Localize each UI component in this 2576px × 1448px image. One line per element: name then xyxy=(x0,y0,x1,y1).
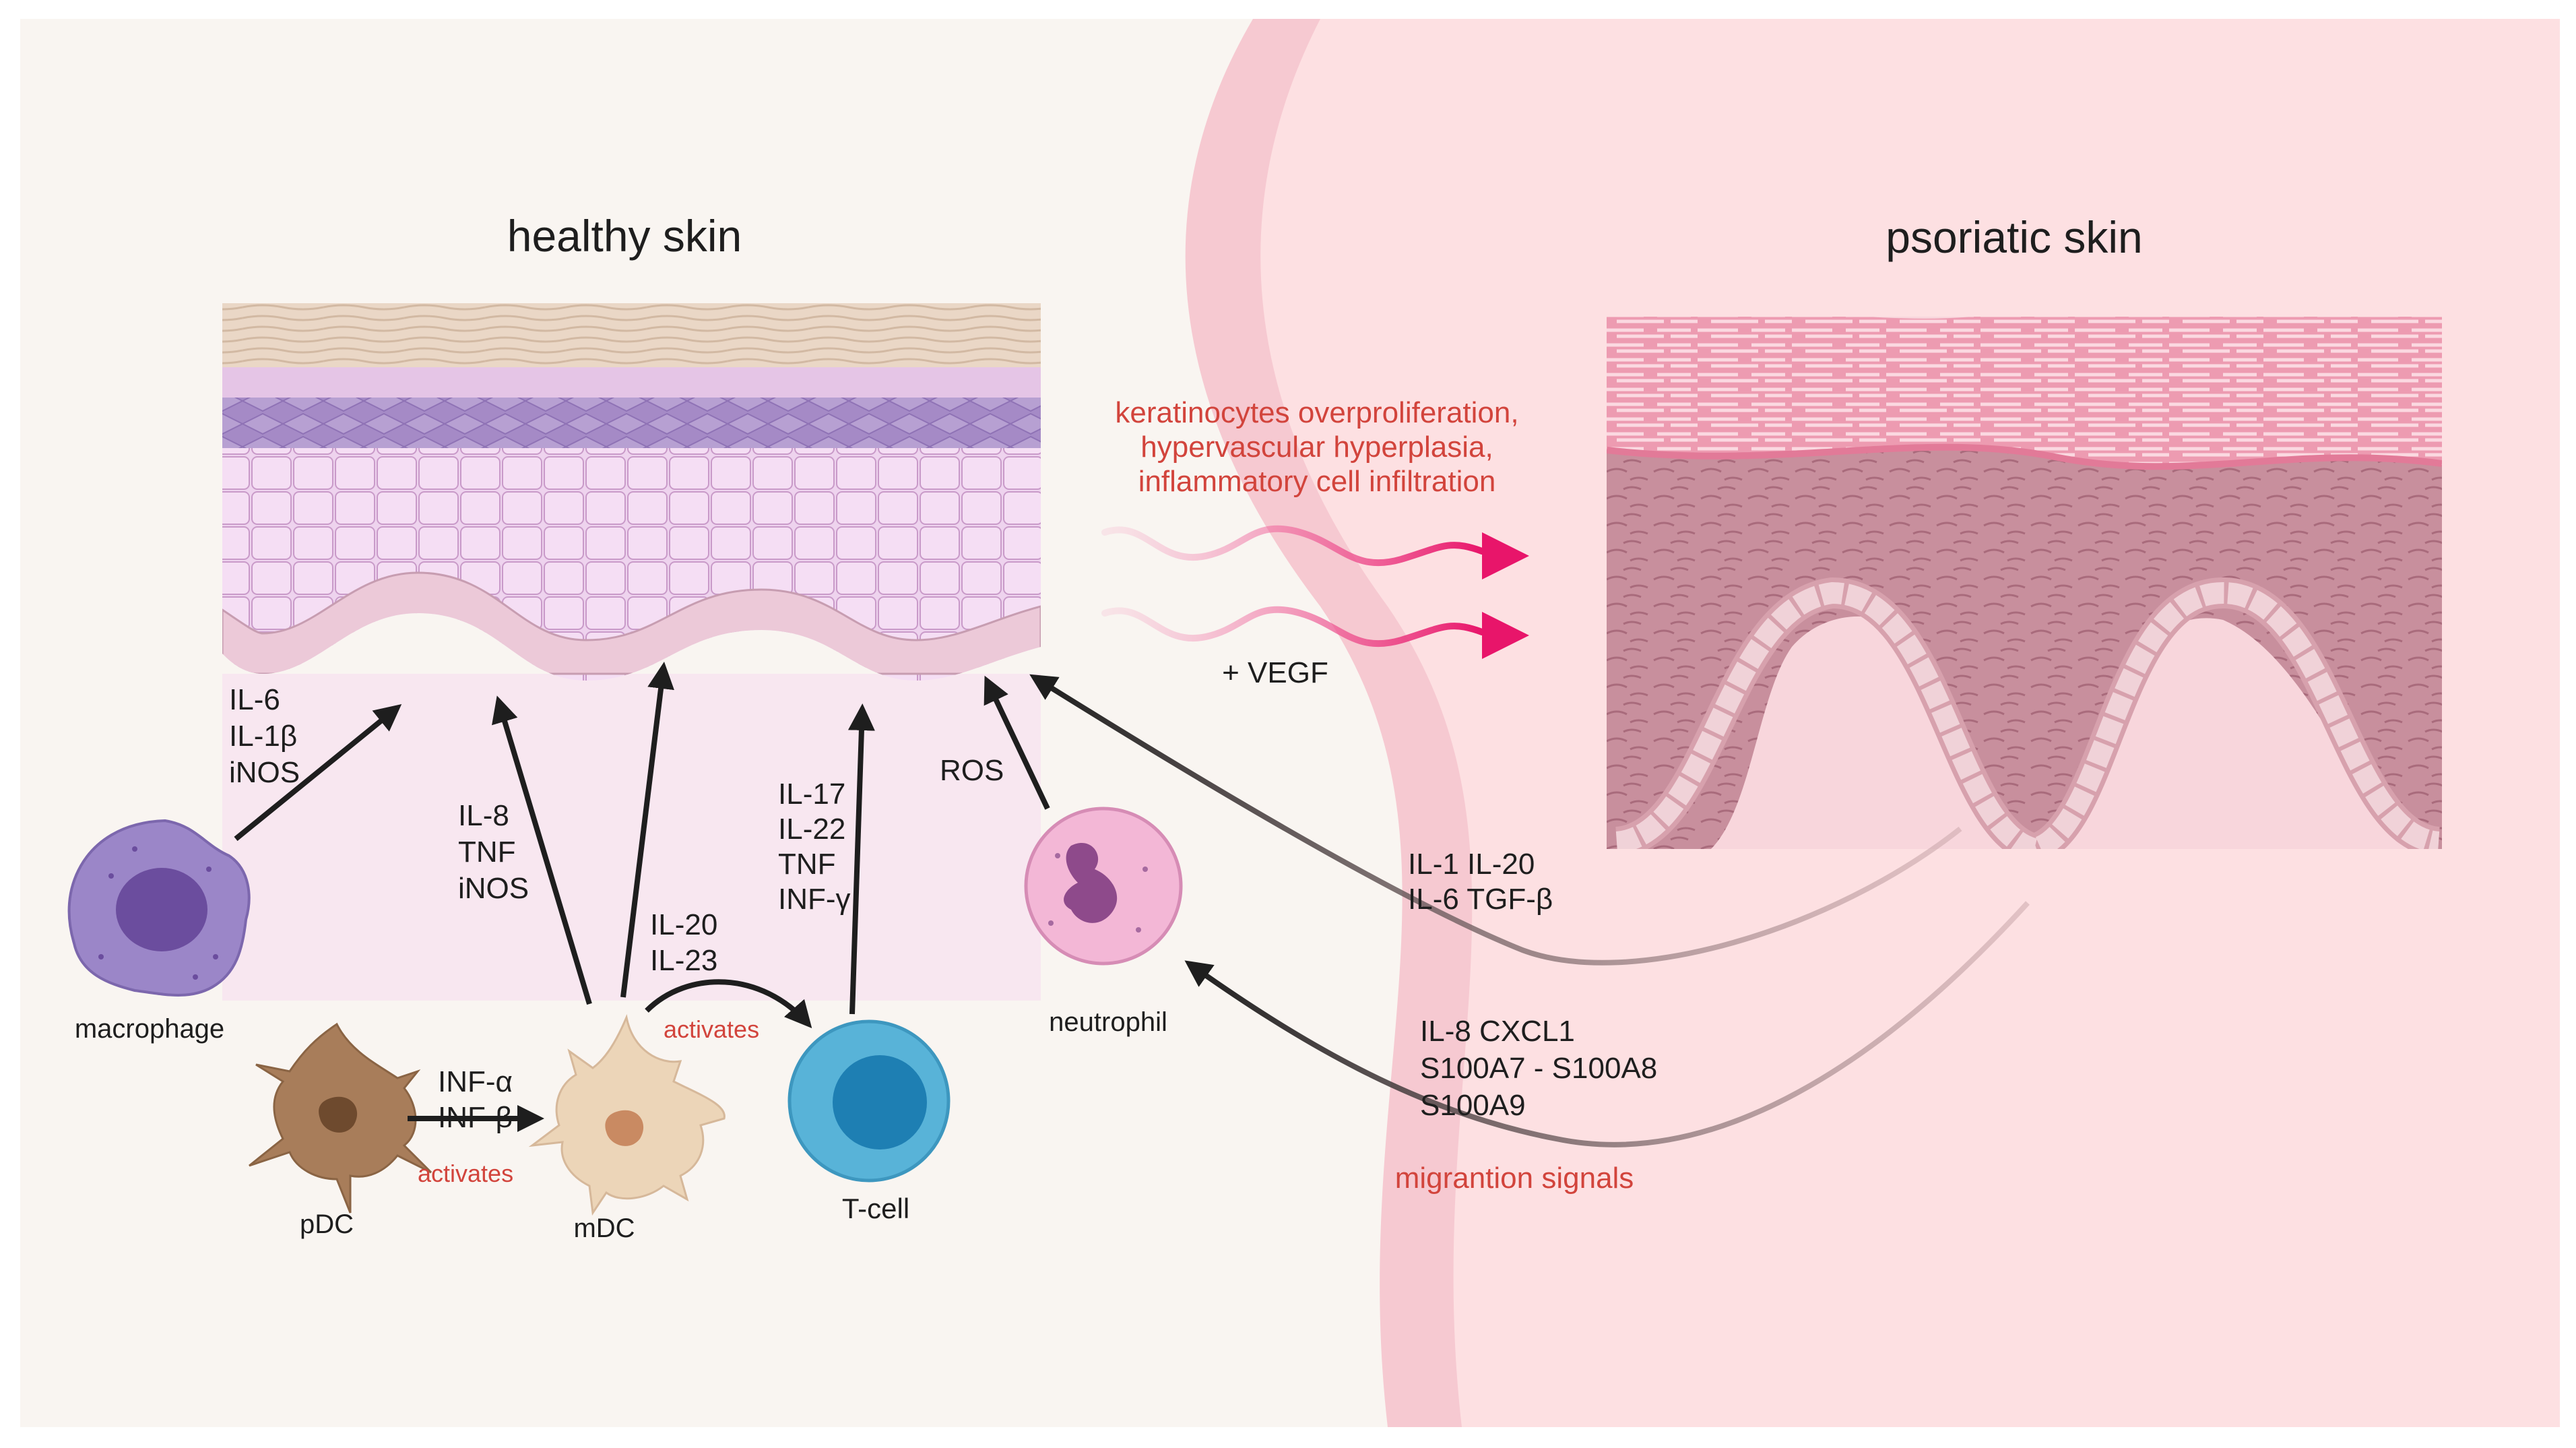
arrow-psoriatic-to-healthy xyxy=(1029,674,1962,966)
pdc-mdc-cytokine-1: INF-β xyxy=(438,1101,513,1134)
tcell-cytokine-0: IL-17 xyxy=(778,778,845,811)
arrow-tcell-to-skin xyxy=(847,703,875,1015)
tcell-cell xyxy=(787,1019,951,1183)
psoriatic-skin-title: psoriatic skin xyxy=(1886,212,2142,262)
tcell-cytokine-1: IL-22 xyxy=(778,813,845,846)
pdc-activates-label: activates xyxy=(418,1160,513,1187)
macrophage-cell xyxy=(67,819,251,997)
arrow-neutrophil-to-skin xyxy=(984,675,1050,810)
arrow-mdc-to-tcell xyxy=(645,979,812,1029)
pdc-cell xyxy=(249,1022,432,1214)
effect-line-3: inflammatory cell infiltration xyxy=(1138,465,1496,498)
neutrophil-cell xyxy=(1024,807,1183,966)
vegf-label: + VEGF xyxy=(1222,656,1328,689)
arrow-macrophage-to-skin xyxy=(234,703,402,842)
tcell-cytokine-3: INF-γ xyxy=(778,883,851,916)
psoriatic-feedback-cytokines: IL-1 IL-20 IL-6 TGF-β xyxy=(1408,848,1553,916)
feedback-cytokine-1: IL-6 TGF-β xyxy=(1408,883,1553,916)
effect-line-1: keratinocytes overproliferation, xyxy=(1115,396,1518,429)
migration-cytokine-1: S100A7 - S100A8 xyxy=(1420,1052,1657,1085)
feedback-cytokine-0: IL-1 IL-20 xyxy=(1408,848,1535,881)
migration-cytokine-2: S100A9 xyxy=(1420,1089,1526,1122)
mdc-activates-label: activates xyxy=(664,1015,759,1043)
macrophage-label: macrophage xyxy=(75,1014,224,1044)
mdc-label: mDC xyxy=(573,1214,635,1243)
tcell-cytokine-2: TNF xyxy=(778,848,836,881)
migration-signals-label: migrantion signals xyxy=(1395,1162,1634,1195)
neutrophil-cytokine: ROS xyxy=(940,754,1004,787)
migration-cytokines: IL-8 CXCL1 S100A7 - S100A8 S100A9 xyxy=(1420,1015,1657,1122)
psoriatic-skin-illustration xyxy=(1607,317,2442,849)
tcell-label: T-cell xyxy=(842,1193,909,1224)
mdc-up-cytokine-1: TNF xyxy=(458,836,516,869)
mdc-cell xyxy=(528,1013,726,1216)
mdc-up-cytokines: IL-8 TNF iNOS xyxy=(458,799,529,905)
pdc-label: pDC xyxy=(300,1209,354,1239)
macrophage-cytokine-1: IL-1β xyxy=(229,720,297,753)
arrow-migration-signals xyxy=(1184,901,2030,1147)
mdc-up-cytokine-0: IL-8 xyxy=(458,799,509,832)
arrow-mdc-to-skin-up xyxy=(620,662,674,998)
wave-arrow-top xyxy=(1101,525,1529,579)
macrophage-cytokines: IL-6 IL-1β iNOS xyxy=(229,683,300,789)
effect-line-2: hypervascular hyperplasia, xyxy=(1140,431,1493,464)
mdc-tcell-cytokines: IL-20 IL-23 xyxy=(650,908,717,977)
mdc-tcell-cytokine-0: IL-20 xyxy=(650,908,717,941)
migration-cytokine-0: IL-8 CXCL1 xyxy=(1420,1015,1575,1048)
tcell-cytokines: IL-17 IL-22 TNF INF-γ xyxy=(778,778,851,916)
pdc-mdc-cytokines: INF-α INF-β xyxy=(438,1065,513,1134)
mdc-tcell-cytokine-1: IL-23 xyxy=(650,944,717,977)
macrophage-cytokine-2: iNOS xyxy=(229,756,300,789)
pdc-mdc-cytokine-0: INF-α xyxy=(438,1065,513,1098)
neutrophil-label: neutrophil xyxy=(1049,1007,1167,1037)
healthy-skin-title: healthy skin xyxy=(507,211,742,261)
wave-arrow-bottom xyxy=(1101,606,1529,659)
signal-arrows xyxy=(234,662,1050,1132)
macrophage-cytokine-0: IL-6 xyxy=(229,683,280,716)
arrow-mdc-to-skin-left xyxy=(492,695,592,1005)
mdc-up-cytokine-2: iNOS xyxy=(458,872,529,905)
